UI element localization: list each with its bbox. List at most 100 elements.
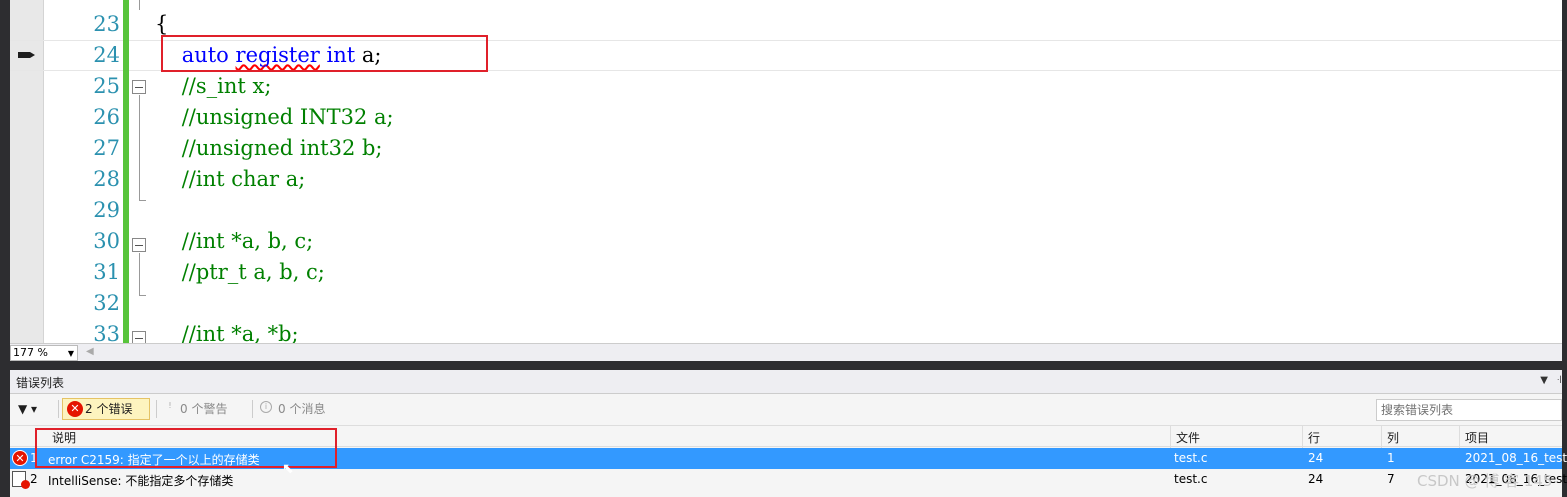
- search-placeholder: 搜索错误列表: [1381, 403, 1454, 417]
- outline-guide: [139, 0, 140, 10]
- code-line[interactable]: //int *a, *b;: [155, 319, 299, 343]
- column-header-file[interactable]: 文件: [1176, 431, 1201, 445]
- messages-count-label: 0 个消息: [278, 402, 326, 416]
- table-row[interactable]: ✕ 1 error C2159: 指定了一个以上的存储类 test.c 24 1…: [10, 448, 1567, 469]
- column-separator[interactable]: [1381, 426, 1382, 448]
- errors-filter-toggle[interactable]: ✕ 2 个错误: [62, 398, 150, 420]
- mouse-cursor-icon: ⬉: [282, 461, 294, 477]
- row-description: error C2159: 指定了一个以上的存储类: [48, 453, 260, 467]
- code-line[interactable]: //s_int x;: [155, 71, 272, 102]
- code-comment: //int *a, *b;: [155, 322, 299, 343]
- scroll-left-icon[interactable]: ◀: [86, 346, 94, 357]
- panel-splitter[interactable]: [10, 361, 1562, 370]
- code-line[interactable]: auto register int a;: [155, 40, 382, 71]
- zoom-level-value: 177 %: [13, 346, 48, 359]
- code-line[interactable]: {: [155, 9, 168, 40]
- line-number: 24: [93, 43, 120, 67]
- row-number: 1: [30, 451, 38, 465]
- line-number: 25: [93, 74, 120, 98]
- toolbar-separator: [252, 400, 253, 418]
- collapse-region-icon[interactable]: [132, 80, 146, 94]
- row-column: 7: [1387, 472, 1395, 486]
- line-number: 28: [93, 167, 120, 191]
- code-token: {: [155, 12, 169, 36]
- column-separator[interactable]: [1459, 426, 1460, 448]
- editor-bottom-bar: 177 % ▼ ◀: [10, 343, 1562, 361]
- warning-icon: !: [168, 401, 172, 410]
- outlining-margin[interactable]: [132, 0, 152, 343]
- line-number: 29: [93, 198, 120, 222]
- code-comment: //int char a;: [155, 167, 306, 191]
- error-list-toolbar: ▼ ▾ ✕ 2 个错误 ! 0 个警告 i 0 个消息 搜索错误列表: [10, 396, 1562, 422]
- zoom-level-dropdown[interactable]: 177 % ▼: [10, 345, 78, 361]
- outline-guide-end: [139, 295, 146, 296]
- line-number: 27: [93, 136, 120, 160]
- code-line[interactable]: //int char a;: [155, 164, 306, 195]
- panel-title-bar: 错误列表 ▼ ꜊: [10, 370, 1562, 394]
- row-file: test.c: [1174, 451, 1208, 465]
- search-error-list-input[interactable]: 搜索错误列表: [1376, 399, 1562, 421]
- messages-filter-toggle[interactable]: i 0 个消息: [260, 400, 325, 417]
- code-comment: //int *a, b, c;: [155, 229, 314, 253]
- code-comment: //unsigned INT32 a;: [155, 105, 394, 129]
- window-frame-left: [0, 0, 10, 497]
- column-header-description[interactable]: 说明: [52, 431, 77, 445]
- row-project: 2021_08_16_test: [1465, 472, 1567, 486]
- line-number: 32: [93, 291, 120, 315]
- annotation-box-code: [161, 35, 488, 72]
- current-statement-arrow-icon: [18, 52, 35, 58]
- column-separator[interactable]: [1170, 426, 1171, 448]
- filter-dropdown-button[interactable]: ▼ ▾: [18, 399, 56, 419]
- code-line[interactable]: //ptr_t a, b, c;: [155, 257, 325, 288]
- row-number: 2: [30, 472, 38, 486]
- code-token: a;: [355, 43, 382, 67]
- panel-title: 错误列表: [16, 376, 65, 390]
- window-position-dropdown-icon[interactable]: ▼: [1540, 375, 1548, 386]
- toolbar-separator: [58, 400, 59, 418]
- code-comment: //unsigned int32 b;: [155, 136, 383, 160]
- error-icon: ✕: [67, 401, 83, 417]
- table-row[interactable]: 2 IntelliSense: 不能指定多个存储类 test.c 24 7 20…: [10, 469, 1567, 490]
- collapse-region-icon[interactable]: [132, 331, 146, 343]
- code-keyword: auto: [181, 43, 229, 67]
- annotation-box-description: [35, 428, 337, 468]
- collapse-region-icon[interactable]: [132, 238, 146, 252]
- column-separator[interactable]: [1302, 426, 1303, 448]
- pin-icon[interactable]: ꜊: [1556, 373, 1562, 386]
- warnings-filter-toggle[interactable]: ! 0 个警告: [164, 400, 227, 417]
- line-number: 26: [93, 105, 120, 129]
- code-line[interactable]: //unsigned INT32 a;: [155, 102, 394, 133]
- code-line[interactable]: //int *a, b, c;: [155, 226, 314, 257]
- row-description: IntelliSense: 不能指定多个存储类: [48, 474, 234, 488]
- outline-guide: [139, 95, 140, 200]
- code-keyword: int: [326, 43, 356, 67]
- column-header-project[interactable]: 项目: [1465, 431, 1490, 445]
- column-header-column[interactable]: 列: [1387, 431, 1400, 445]
- indicator-margin[interactable]: [10, 0, 44, 343]
- intellisense-error-icon: [12, 471, 30, 489]
- watermark: CSDN @ 博 客 145: [1417, 472, 1553, 490]
- change-tracking-bar: [123, 0, 129, 343]
- line-number: 23: [93, 12, 120, 36]
- code-text-area[interactable]: { auto register int a; //s_int x; //unsi…: [155, 0, 1555, 343]
- row-project: 2021_08_16_test: [1465, 451, 1567, 465]
- row-line: 24: [1308, 472, 1324, 486]
- error-icon: ✕: [12, 450, 28, 466]
- code-comment: //s_int x;: [155, 74, 272, 98]
- column-header-line[interactable]: 行: [1308, 431, 1321, 445]
- row-column: 1: [1387, 451, 1395, 465]
- outline-guide: [139, 253, 140, 295]
- error-table-header: 说明 文件 行 列 项目: [10, 425, 1562, 448]
- error-list-panel: 错误列表 ▼ ꜊ ▼ ▾ ✕ 2 个错误 ! 0 个警告 i 0 个消息 搜索错…: [10, 370, 1567, 497]
- code-keyword: register: [235, 43, 320, 67]
- row-line: 24: [1308, 451, 1324, 465]
- info-icon: i: [260, 401, 272, 413]
- filter-icon: ▼ ▾: [18, 402, 38, 416]
- errors-count-label: 2 个错误: [85, 402, 133, 416]
- toolbar-separator: [156, 400, 157, 418]
- code-line[interactable]: //unsigned int32 b;: [155, 133, 383, 164]
- window-frame-right: [1562, 0, 1567, 497]
- code-comment: //ptr_t a, b, c;: [155, 260, 325, 284]
